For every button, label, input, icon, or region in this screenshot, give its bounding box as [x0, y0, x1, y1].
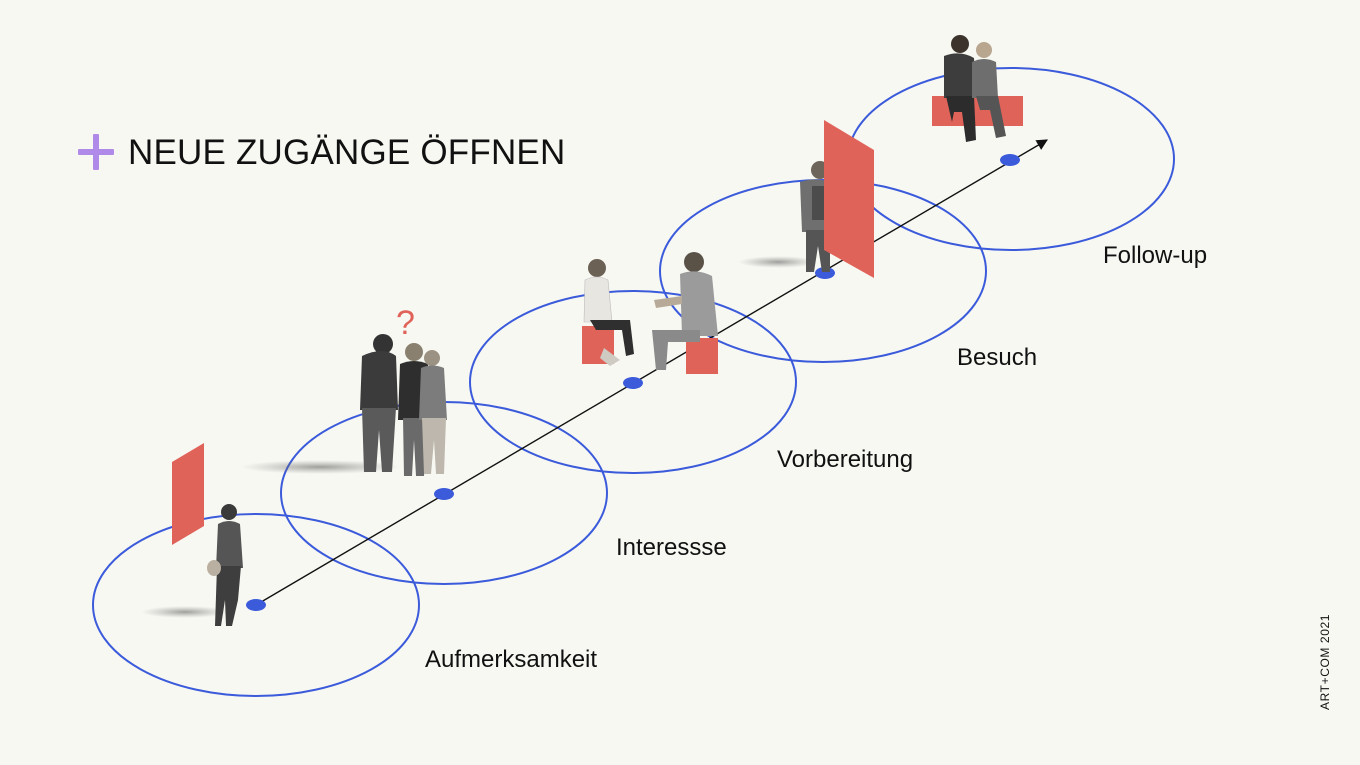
- question-mark: ?: [396, 304, 415, 342]
- stage-dot-vorbereitung: [623, 377, 643, 389]
- red-panel-besuch: [824, 120, 874, 278]
- stage-label-follow-up: Follow-up: [1103, 242, 1208, 269]
- stage-label-aufmerksamkeit: Aufmerksamkeit: [425, 646, 598, 673]
- person-couple-figure: [944, 35, 1006, 142]
- person-figure-walking: [207, 504, 243, 626]
- stage-dot-follow-up: [1000, 154, 1020, 166]
- stage-circle-aufmerksamkeit: [92, 513, 420, 697]
- journey-arrow: [255, 139, 1048, 606]
- stage-circle-vorbereitung: [469, 290, 797, 474]
- stage-label-interesse: Interessse: [616, 534, 727, 561]
- credit-text: ART+COM 2021: [1318, 613, 1332, 710]
- stage-circle-besuch: [659, 179, 987, 363]
- red-seat-right: [686, 338, 718, 374]
- red-panel-aufmerksamkeit: [172, 443, 204, 545]
- stage-dot-interesse: [434, 488, 454, 500]
- stage-dot-aufmerksamkeit: [246, 599, 266, 611]
- visitor-shadow: [738, 256, 818, 268]
- group-shadow: [240, 460, 400, 474]
- stage-label-vorbereitung: Vorbereitung: [777, 446, 914, 473]
- page-title: NEUE ZUGÄNGE ÖFFNEN: [128, 132, 566, 172]
- person-shadow: [141, 606, 229, 618]
- title-row: NEUE ZUGÄNGE ÖFFNEN: [78, 134, 565, 170]
- stage-label-besuch: Besuch: [957, 344, 1038, 371]
- person-group-figure: [360, 334, 447, 476]
- person-seated-pair-figure: [583, 252, 718, 370]
- plus-icon: [78, 134, 114, 170]
